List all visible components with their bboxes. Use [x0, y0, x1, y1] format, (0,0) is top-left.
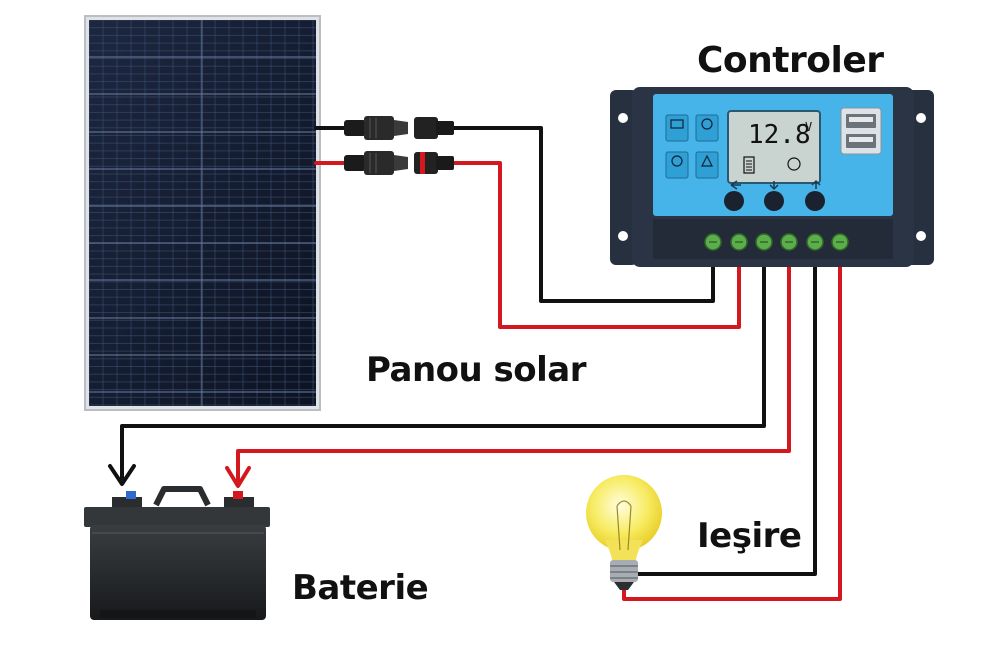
load-status-icon [695, 151, 719, 179]
lcd-voltage-unit: V [805, 120, 812, 134]
usb-port-icon [840, 107, 882, 155]
pv-positive-wire [450, 161, 741, 329]
menu-up-button [805, 191, 825, 211]
load-positive-wire [622, 243, 842, 601]
down-arrow-icon [769, 181, 779, 191]
pv-negative-wire [450, 126, 715, 303]
arrow-down-icon [108, 464, 136, 486]
battery-level-icon [743, 156, 755, 174]
load-negative-wire [634, 243, 817, 576]
bulb-status-icon [787, 157, 801, 171]
battery [84, 486, 270, 620]
battery-positive-wire [236, 243, 791, 482]
arrow-down-icon [225, 466, 251, 488]
up-arrow-icon [811, 179, 821, 189]
terminal-strip [704, 233, 849, 251]
battery-label: Baterie [292, 568, 429, 608]
menu-down-button [764, 191, 784, 211]
mc4-connector-negative [344, 116, 454, 140]
solar-panel [84, 15, 321, 411]
mc4-connector-positive [344, 151, 454, 175]
wires [120, 126, 842, 601]
menu-left-button [724, 191, 744, 211]
charge-controller: 12.8 V [610, 87, 934, 267]
battery-negative-wire [120, 243, 766, 480]
panel-label: Panou solar [366, 350, 587, 390]
output-label: Ieşire [697, 516, 802, 556]
timer-status-icon [665, 151, 689, 179]
settings-status-icon [695, 114, 719, 142]
light-bulb [586, 475, 662, 590]
lcd-voltage-value: 12.8 [748, 120, 811, 150]
left-arrow-icon [730, 180, 741, 190]
controller-label: Controler [697, 40, 884, 81]
